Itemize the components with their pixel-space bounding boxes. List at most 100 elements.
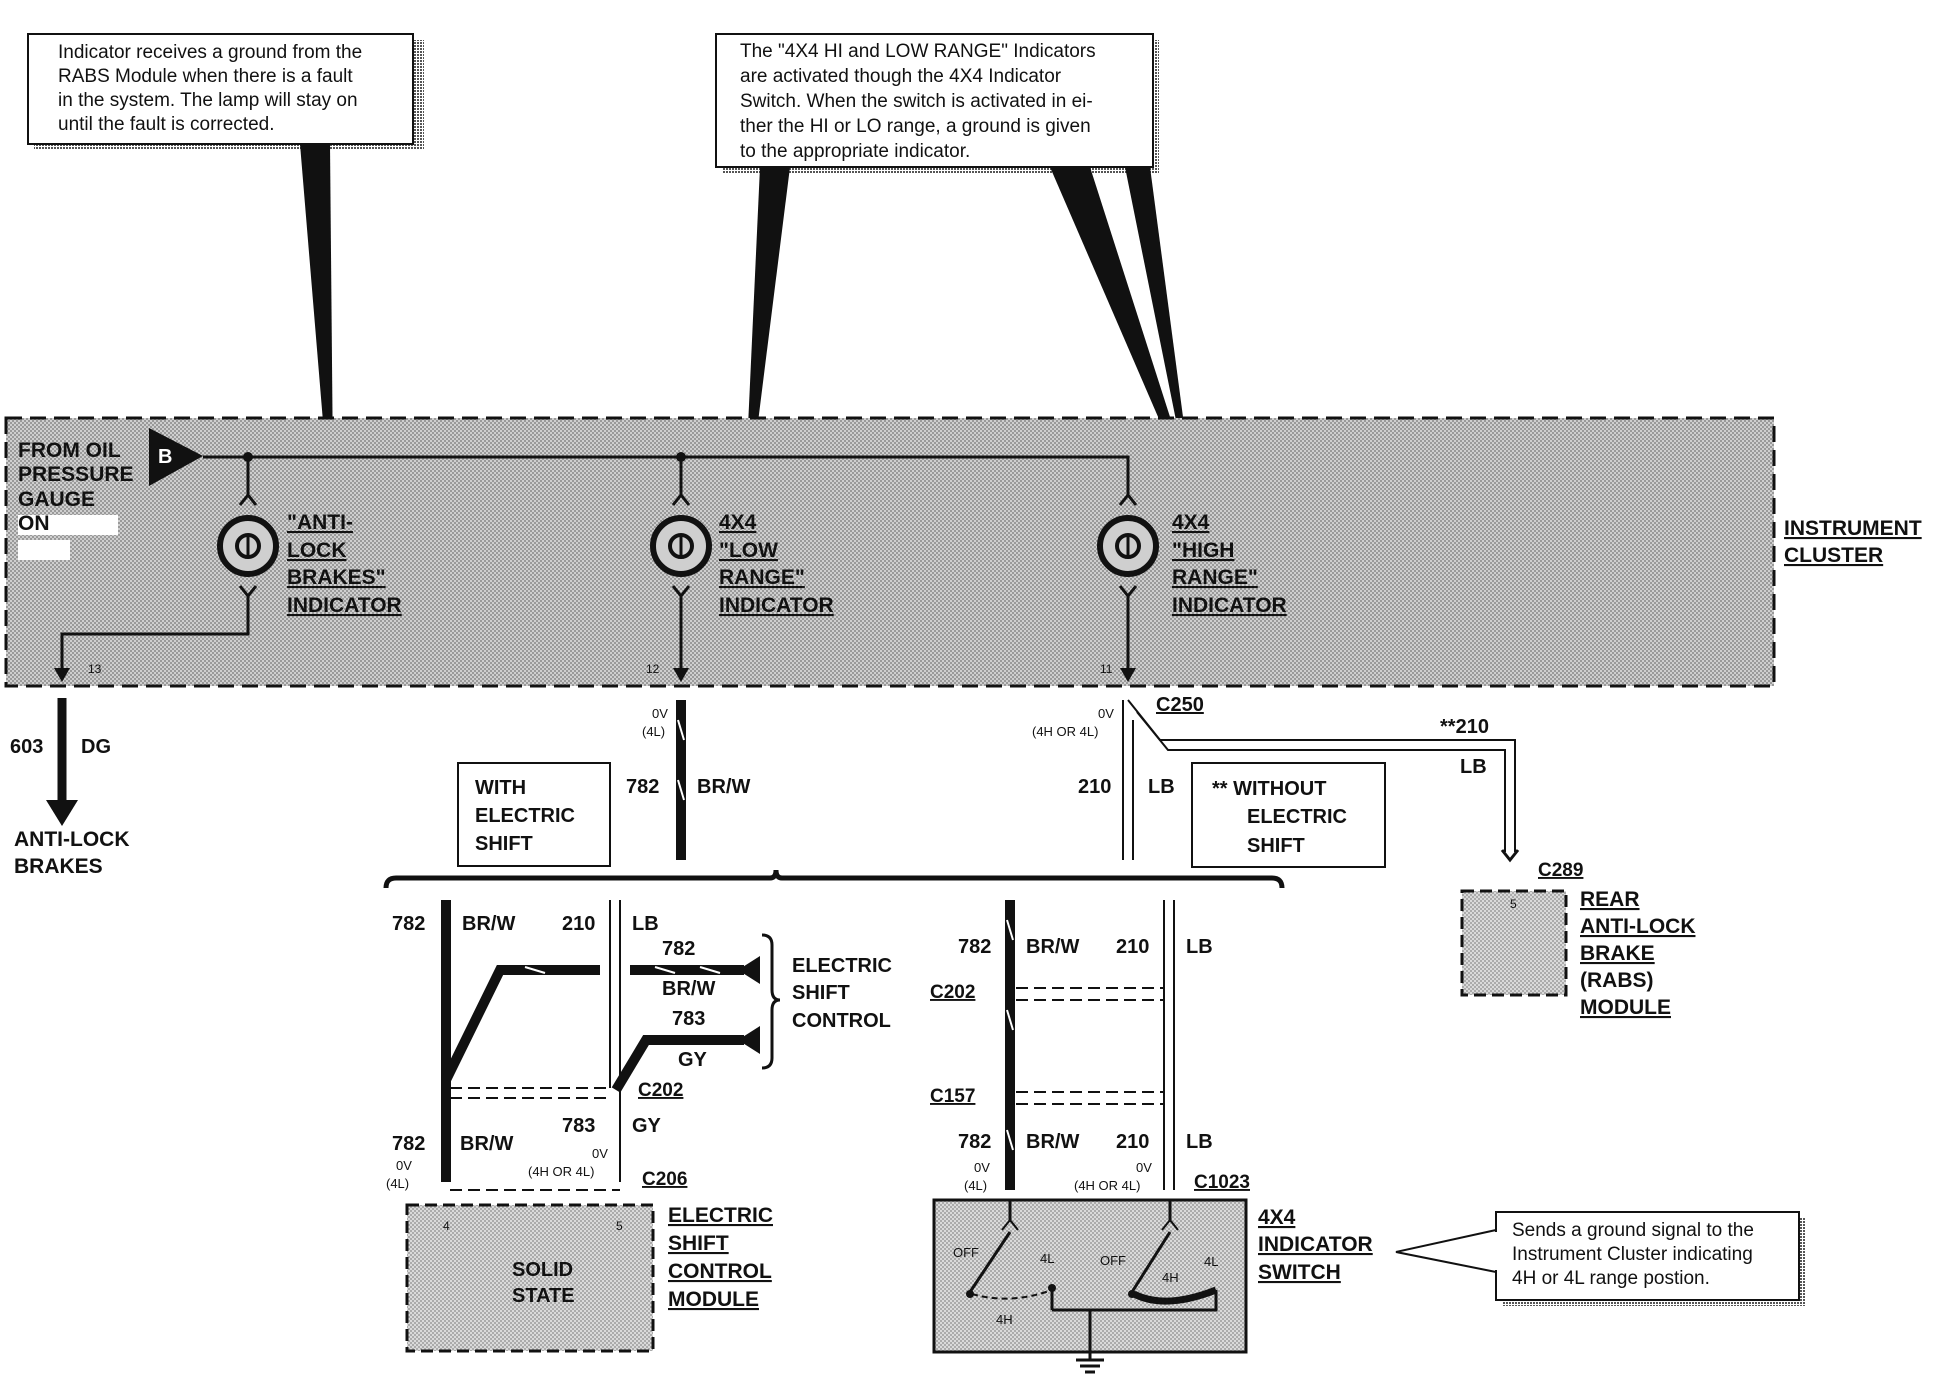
with-electric-shift-box: WITH ELECTRIC SHIFT bbox=[457, 762, 611, 867]
connector-b-marker bbox=[149, 428, 203, 486]
circuit-782-main: 0V (4L) 782 BR/W bbox=[626, 700, 750, 860]
circuit-210-mode: (4H OR 4L) bbox=[1032, 724, 1098, 739]
rabs-module-line3: BRAKE bbox=[1580, 942, 1655, 965]
connector-c250: C250 bbox=[1156, 694, 1204, 716]
circuit-603: 603 DG ANTI-LOCK BRAKES bbox=[10, 698, 129, 878]
branch-right-782-mode: (4L) bbox=[964, 1178, 987, 1193]
with-box-line3: SHIFT bbox=[475, 833, 533, 855]
4x4-note-callout: The "4X4 HI and LOW RANGE" Indicators ar… bbox=[715, 33, 1190, 470]
escm-label-line2: SHIFT bbox=[668, 1232, 729, 1255]
branch-right-782-voltage: 0V bbox=[974, 1160, 990, 1175]
branch-left-783-number: 783 bbox=[562, 1115, 595, 1137]
branch-left-782-color: BR/W bbox=[462, 913, 515, 935]
branch-left-782-voltage: 0V bbox=[396, 1158, 412, 1173]
branch-right-210-mode: (4H OR 4L) bbox=[1074, 1178, 1140, 1193]
instrument-cluster-name-line1: INSTRUMENT bbox=[1784, 517, 1922, 540]
4x4-note-line4: ther the HI or LO range, a ground is giv… bbox=[740, 116, 1091, 137]
high-indicator-line1: 4X4 bbox=[1172, 511, 1210, 534]
rabs-module-line4: (RABS) bbox=[1580, 969, 1654, 992]
switch-label-line1: 4X4 bbox=[1258, 1206, 1296, 1229]
cluster-from-line2: PRESSURE bbox=[18, 463, 134, 486]
branch-right-782-number-lower: 782 bbox=[958, 1131, 991, 1153]
instrument-cluster: FROM OIL PRESSURE GAUGE ON B 13 bbox=[4, 416, 1922, 688]
rabs-note-callout: Indicator receives a ground from the RAB… bbox=[27, 33, 424, 470]
rabs-module-line1: REAR bbox=[1580, 888, 1640, 911]
switch-note-line2: Instrument Cluster indicating bbox=[1512, 1244, 1753, 1265]
connector-b-letter: B bbox=[158, 446, 172, 468]
connector-c1023: C1023 bbox=[1194, 1172, 1250, 1193]
branch-right-210-number-lower: 210 bbox=[1116, 1131, 1149, 1153]
4x4-note-line1: The "4X4 HI and LOW RANGE" Indicators bbox=[740, 41, 1096, 62]
rabs-note-line4: until the fault is corrected. bbox=[58, 114, 275, 135]
circuit-782-mode: (4L) bbox=[642, 724, 665, 739]
circuit-210-main: 0V (4H OR 4L) C250 210 LB **210 LB C289 bbox=[1032, 694, 1583, 881]
branch-left-782-number: 782 bbox=[392, 913, 425, 935]
esc-783-number: 783 bbox=[672, 1008, 705, 1030]
electric-shift-branch: 782 BR/W 210 LB 782 BR/W 783 GY ELECTRIC… bbox=[386, 900, 892, 1191]
circuit-210-color: LB bbox=[1148, 776, 1175, 798]
switch-note-line3: 4H or 4L range postion. bbox=[1512, 1268, 1710, 1289]
low-indicator-line4: INDICATOR bbox=[719, 594, 834, 617]
circuit-782-number: 782 bbox=[626, 776, 659, 798]
branch-right-782-number: 782 bbox=[958, 936, 991, 958]
escm-pin-4: 4 bbox=[443, 1219, 450, 1233]
circuit-210-voltage: 0V bbox=[1098, 706, 1114, 721]
switch-note-line1: Sends a ground signal to the bbox=[1512, 1220, 1754, 1241]
rabs-module-line2: ANTI-LOCK bbox=[1580, 915, 1695, 938]
4x4-note-line5: to the appropriate indicator. bbox=[740, 141, 970, 162]
cluster-from-line3: GAUGE bbox=[18, 488, 95, 511]
low-indicator-line1: 4X4 bbox=[719, 511, 757, 534]
esc-label-line3: CONTROL bbox=[792, 1010, 891, 1032]
4x4-note-line3: Switch. When the switch is activated in … bbox=[740, 91, 1093, 112]
esc-label-line1: ELECTRIC bbox=[792, 955, 892, 977]
branch-right-782-color: BR/W bbox=[1026, 936, 1079, 958]
without-box-line3: SHIFT bbox=[1247, 835, 1305, 857]
switch-4h-right: 4H bbox=[1162, 1270, 1179, 1285]
pin-13: 13 bbox=[88, 662, 102, 676]
escm-label-line3: CONTROL bbox=[668, 1260, 772, 1283]
branch-left-783-mode: (4H OR 4L) bbox=[528, 1164, 594, 1179]
connector-c157: C157 bbox=[930, 1086, 975, 1107]
branch-left-782-number-lower: 782 bbox=[392, 1133, 425, 1155]
esc-783-color: GY bbox=[678, 1049, 708, 1071]
branch-right-210-color-lower: LB bbox=[1186, 1131, 1213, 1153]
esc-782-number: 782 bbox=[662, 938, 695, 960]
circuit-210-alt-color: LB bbox=[1460, 756, 1487, 778]
abs-indicator-line1: "ANTI- bbox=[287, 511, 353, 534]
branch-right-782-color-lower: BR/W bbox=[1026, 1131, 1079, 1153]
abs-indicator-line2: LOCK bbox=[287, 539, 347, 562]
esc-label-line2: SHIFT bbox=[792, 982, 850, 1004]
abs-destination-line1: ANTI-LOCK bbox=[14, 828, 129, 851]
low-range-lamp-icon bbox=[650, 492, 712, 599]
cluster-from-line1: FROM OIL bbox=[18, 439, 121, 462]
circuit-782-voltage: 0V bbox=[652, 706, 668, 721]
branch-left-210-number: 210 bbox=[562, 913, 595, 935]
rabs-note-line2: RABS Module when there is a fault bbox=[58, 66, 353, 87]
escm-pin-5: 5 bbox=[616, 1219, 623, 1233]
branch-left-782-mode: (4L) bbox=[386, 1176, 409, 1191]
switch-label-line2: INDICATOR bbox=[1258, 1233, 1373, 1256]
branch-right-210-voltage: 0V bbox=[1136, 1160, 1152, 1175]
without-box-line2: ELECTRIC bbox=[1247, 806, 1347, 828]
electric-shift-control-module: 4 5 SOLID STATE ELECTRIC SHIFT CONTROL M… bbox=[405, 1203, 773, 1353]
solid-state-line1: SOLID bbox=[512, 1259, 573, 1281]
option-bracket bbox=[383, 869, 1285, 889]
rabs-module: 5 REAR ANTI-LOCK BRAKE (RABS) MODULE bbox=[1460, 888, 1695, 1019]
circuit-210-number: 210 bbox=[1078, 776, 1111, 798]
branch-right-210-color: LB bbox=[1186, 936, 1213, 958]
solid-state-line2: STATE bbox=[512, 1285, 575, 1307]
connector-c206: C206 bbox=[642, 1169, 687, 1190]
non-electric-shift-branch: 782 BR/W 210 LB C202 C157 782 BR/W 210 L… bbox=[930, 900, 1250, 1193]
high-range-lamp-icon bbox=[1097, 492, 1159, 599]
pin-12: 12 bbox=[646, 662, 660, 676]
branch-right-210-number: 210 bbox=[1116, 936, 1149, 958]
high-indicator-line2: "HIGH bbox=[1172, 539, 1234, 562]
cluster-from-line4: ON bbox=[18, 512, 50, 535]
escm-label-line4: MODULE bbox=[668, 1288, 759, 1311]
with-box-line2: ELECTRIC bbox=[475, 805, 575, 827]
high-indicator-line3: RANGE" bbox=[1172, 566, 1258, 589]
4x4-note-line2: are activated though the 4X4 Indicator bbox=[740, 66, 1062, 87]
without-electric-shift-box: ** WITHOUT ELECTRIC SHIFT bbox=[1191, 762, 1386, 868]
switch-note-callout: Sends a ground signal to the Instrument … bbox=[1395, 1211, 1805, 1306]
